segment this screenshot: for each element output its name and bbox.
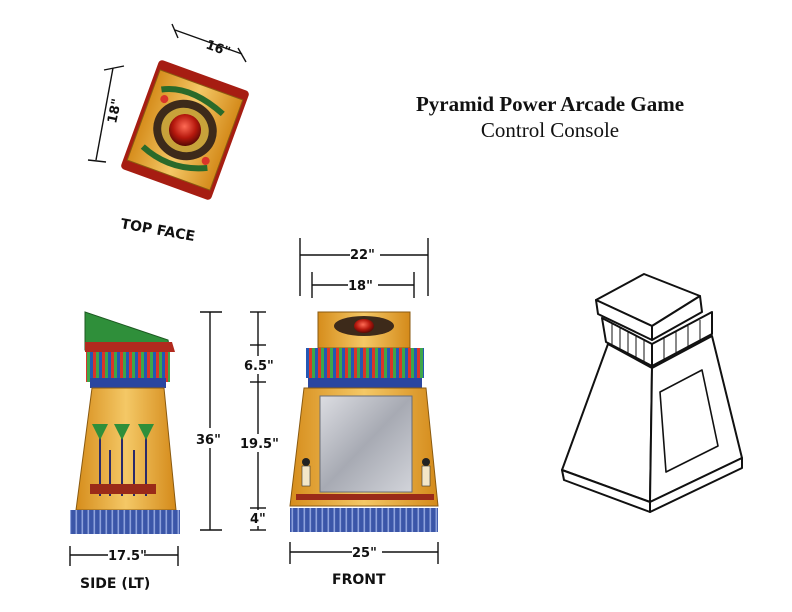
front-top-outer-dim-label: 22" <box>350 248 375 263</box>
capital-height-label: 6.5" <box>244 359 274 374</box>
side-base-dim-label: 17.5" <box>108 549 147 564</box>
height-dimensions <box>200 311 266 531</box>
front-view <box>289 311 439 532</box>
body-height-label: 19.5" <box>240 437 279 452</box>
isometric-capital-flutes <box>611 320 701 362</box>
top-face-depth-label: 18" <box>105 97 125 124</box>
side-view-label: SIDE (LT) <box>80 576 150 592</box>
top-face-label: TOP FACE <box>119 216 196 245</box>
front-capital-stripes <box>306 348 424 378</box>
top-face-view <box>121 60 249 200</box>
front-top-inner-dim-label: 18" <box>348 279 373 294</box>
side-view <box>70 311 180 534</box>
front-left-figure <box>301 458 311 487</box>
side-capital-stripes <box>86 352 170 382</box>
isometric-sketch <box>561 273 743 513</box>
top-face-red-orb <box>169 114 201 146</box>
title-line-2: Control Console <box>480 118 620 142</box>
side-base <box>70 510 180 534</box>
front-base-dim-label: 25" <box>352 546 377 561</box>
base-height-label: 4" <box>250 512 266 527</box>
total-height-label: 36" <box>196 433 221 448</box>
front-base <box>290 508 438 532</box>
top-face-dimensions <box>87 23 247 163</box>
top-face-width-label: 16" <box>204 38 233 61</box>
front-red-orb <box>354 319 374 333</box>
front-right-figure <box>421 458 431 487</box>
front-view-label: FRONT <box>332 572 386 588</box>
title-line-1: Pyramid Power Arcade Game <box>415 92 685 116</box>
front-screen <box>319 395 413 493</box>
